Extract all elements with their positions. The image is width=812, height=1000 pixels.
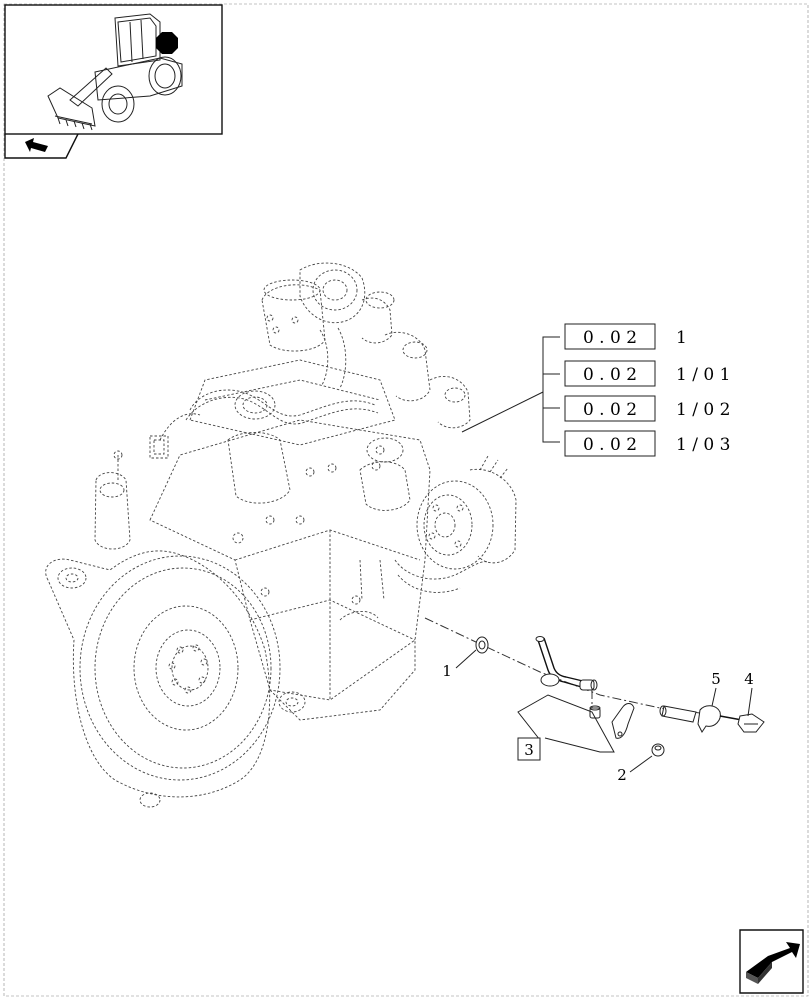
part-3-dipstick-tube[interactable] xyxy=(535,636,598,691)
back-button[interactable] xyxy=(4,133,79,159)
reference-link-0-02-1-02[interactable]: 0 . 0 2 1 / 0 2 xyxy=(564,395,730,422)
reference-link-0-02-1-01[interactable]: 0 . 0 2 1 / 0 1 xyxy=(564,360,730,387)
ref-box-label: 0 . 0 2 xyxy=(583,400,637,420)
reference-bracket xyxy=(461,336,560,443)
part-1-seal-ring[interactable] xyxy=(475,636,489,654)
ref-suffix: 1 xyxy=(676,328,687,348)
callout-5: 5 xyxy=(711,670,721,688)
callout-4: 4 xyxy=(744,670,754,688)
ref-box-label: 0 . 0 2 xyxy=(583,365,637,385)
callout-3-box[interactable]: 3 xyxy=(517,737,541,761)
ref-box-label: 0 . 0 2 xyxy=(583,328,637,348)
part-5-sleeve[interactable] xyxy=(659,705,721,733)
ref-box-label: 0 . 0 2 xyxy=(583,435,637,455)
next-page-button[interactable] xyxy=(739,929,804,994)
part-3-bracket[interactable] xyxy=(611,703,635,739)
machine-thumbnail[interactable] xyxy=(4,4,223,135)
ref-suffix: 1 / 0 1 xyxy=(676,365,730,385)
callout-2: 2 xyxy=(617,766,627,784)
back-arrow-icon xyxy=(25,138,48,152)
next-page-arrow-icon xyxy=(746,942,800,978)
callout-1: 1 xyxy=(442,662,452,680)
part-2-plug[interactable] xyxy=(651,743,665,757)
reference-link-0-02-1-03[interactable]: 0 . 0 2 1 / 0 3 xyxy=(564,430,730,457)
engine-illustration xyxy=(45,262,517,808)
ref-suffix: 1 / 0 2 xyxy=(676,400,730,420)
reference-link-0-02-1[interactable]: 0 . 0 2 1 xyxy=(564,323,687,350)
assembly-centerline xyxy=(424,617,701,714)
ref-suffix: 1 / 0 3 xyxy=(676,435,730,455)
callout-3: 3 xyxy=(524,741,534,759)
engine-highlight-icon xyxy=(156,32,178,54)
part-4-dipstick[interactable] xyxy=(719,713,765,733)
